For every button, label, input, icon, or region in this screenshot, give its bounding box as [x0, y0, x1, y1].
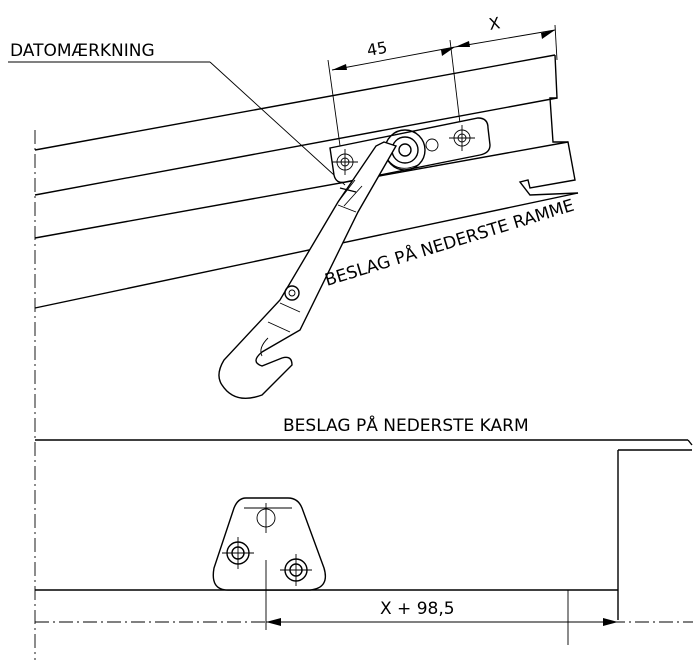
dim-x-plus-label: X + 98,5: [380, 599, 455, 619]
lower-caption: BESLAG PÅ NEDERSTE KARM: [283, 414, 529, 436]
extension-line-c: [554, 24, 558, 61]
upper-sash-frame: [34, 24, 579, 309]
sash-end-profile: [518, 54, 579, 196]
dim-45-label: 45: [365, 38, 388, 60]
frame-bracket: [212, 497, 327, 591]
sash-line-1: [34, 54, 556, 151]
sash-line-4: [34, 192, 579, 309]
sash-line-3: [34, 141, 569, 239]
sash-line-2: [34, 97, 558, 196]
date-marking-label: DATOMÆRKNING: [10, 41, 155, 61]
dimension-45: [331, 46, 456, 71]
dimension-x: [454, 29, 556, 48]
stay-arm: [218, 141, 398, 399]
dimension-x-plus: [265, 560, 618, 645]
lower-frame: [35, 439, 693, 623]
dim-x-label: X: [487, 13, 501, 34]
extension-line-a: [327, 59, 343, 161]
sash-bracket: [329, 117, 491, 184]
date-marking-leader: [8, 61, 346, 186]
